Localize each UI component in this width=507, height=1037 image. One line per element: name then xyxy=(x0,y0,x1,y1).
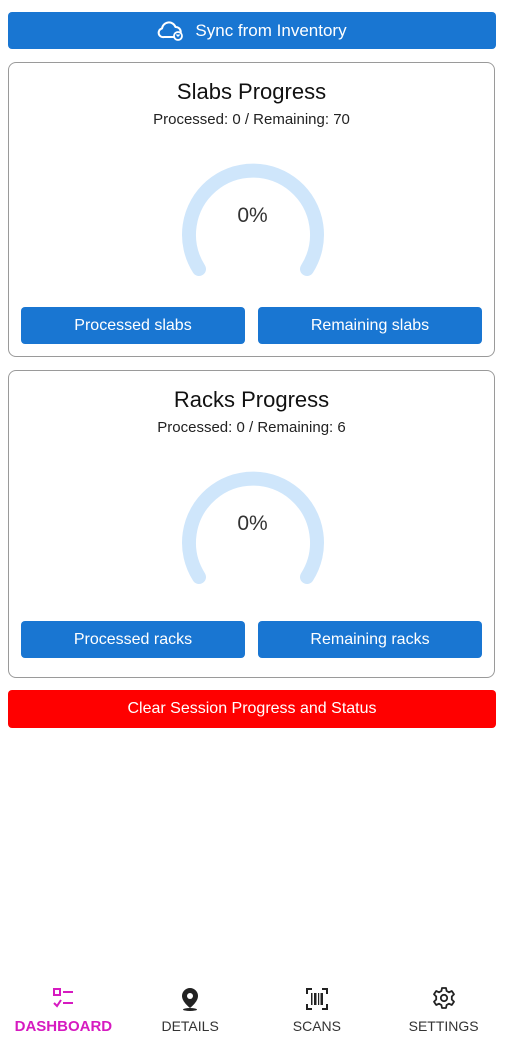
racks-progress-gauge: 0% xyxy=(175,449,330,589)
clear-session-button[interactable]: Clear Session Progress and Status xyxy=(8,690,496,728)
slabs-progress-title: Slabs Progress xyxy=(176,79,327,104)
slabs-progress-card: Slabs Progress Processed: 0 / Remaining:… xyxy=(8,62,495,357)
sync-from-inventory-button[interactable]: Sync from Inventory xyxy=(8,12,496,49)
slabs-gauge-arc xyxy=(182,163,324,276)
racks-progress-title: Racks Progress xyxy=(173,387,330,412)
racks-progress-card: Racks Progress Processed: 0 / Remaining:… xyxy=(8,370,495,678)
nav-item-scans[interactable]: SCANS xyxy=(254,978,381,1037)
nav-label-details: DETAILS xyxy=(161,1018,219,1034)
gear-icon xyxy=(432,987,455,1009)
nav-label-settings: SETTINGS xyxy=(408,1018,479,1034)
nav-item-settings[interactable]: SETTINGS xyxy=(380,978,507,1037)
nav-label-scans: SCANS xyxy=(292,1018,341,1034)
slabs-progress-percent: 0% xyxy=(237,204,268,227)
checklist-icon xyxy=(53,988,74,1008)
remaining-slabs-button[interactable]: Remaining slabs xyxy=(258,307,482,344)
processed-slabs-button[interactable]: Processed slabs xyxy=(21,307,245,344)
remaining-racks-button[interactable]: Remaining racks xyxy=(258,621,482,658)
barcode-scan-icon xyxy=(305,988,328,1010)
racks-progress-percent: 0% xyxy=(237,512,268,535)
processed-racks-button[interactable]: Processed racks xyxy=(21,621,245,658)
nav-label-dashboard: DASHBOARD xyxy=(14,1018,113,1035)
slabs-progress-gauge: 0% xyxy=(175,141,330,281)
nav-item-dashboard[interactable]: DASHBOARD xyxy=(0,978,127,1037)
bottom-navigation: DASHBOARD DETAILS SCANS SETTINGS xyxy=(0,978,507,1037)
cloud-sync-icon xyxy=(158,20,184,41)
nav-item-details[interactable]: DETAILS xyxy=(127,978,254,1037)
racks-progress-summary: Processed: 0 / Remaining: 6 xyxy=(157,419,346,436)
slabs-progress-summary: Processed: 0 / Remaining: 70 xyxy=(153,111,350,128)
location-pin-icon xyxy=(182,988,199,1011)
racks-gauge-arc xyxy=(182,471,324,584)
sync-button-label: Sync from Inventory xyxy=(195,20,347,40)
